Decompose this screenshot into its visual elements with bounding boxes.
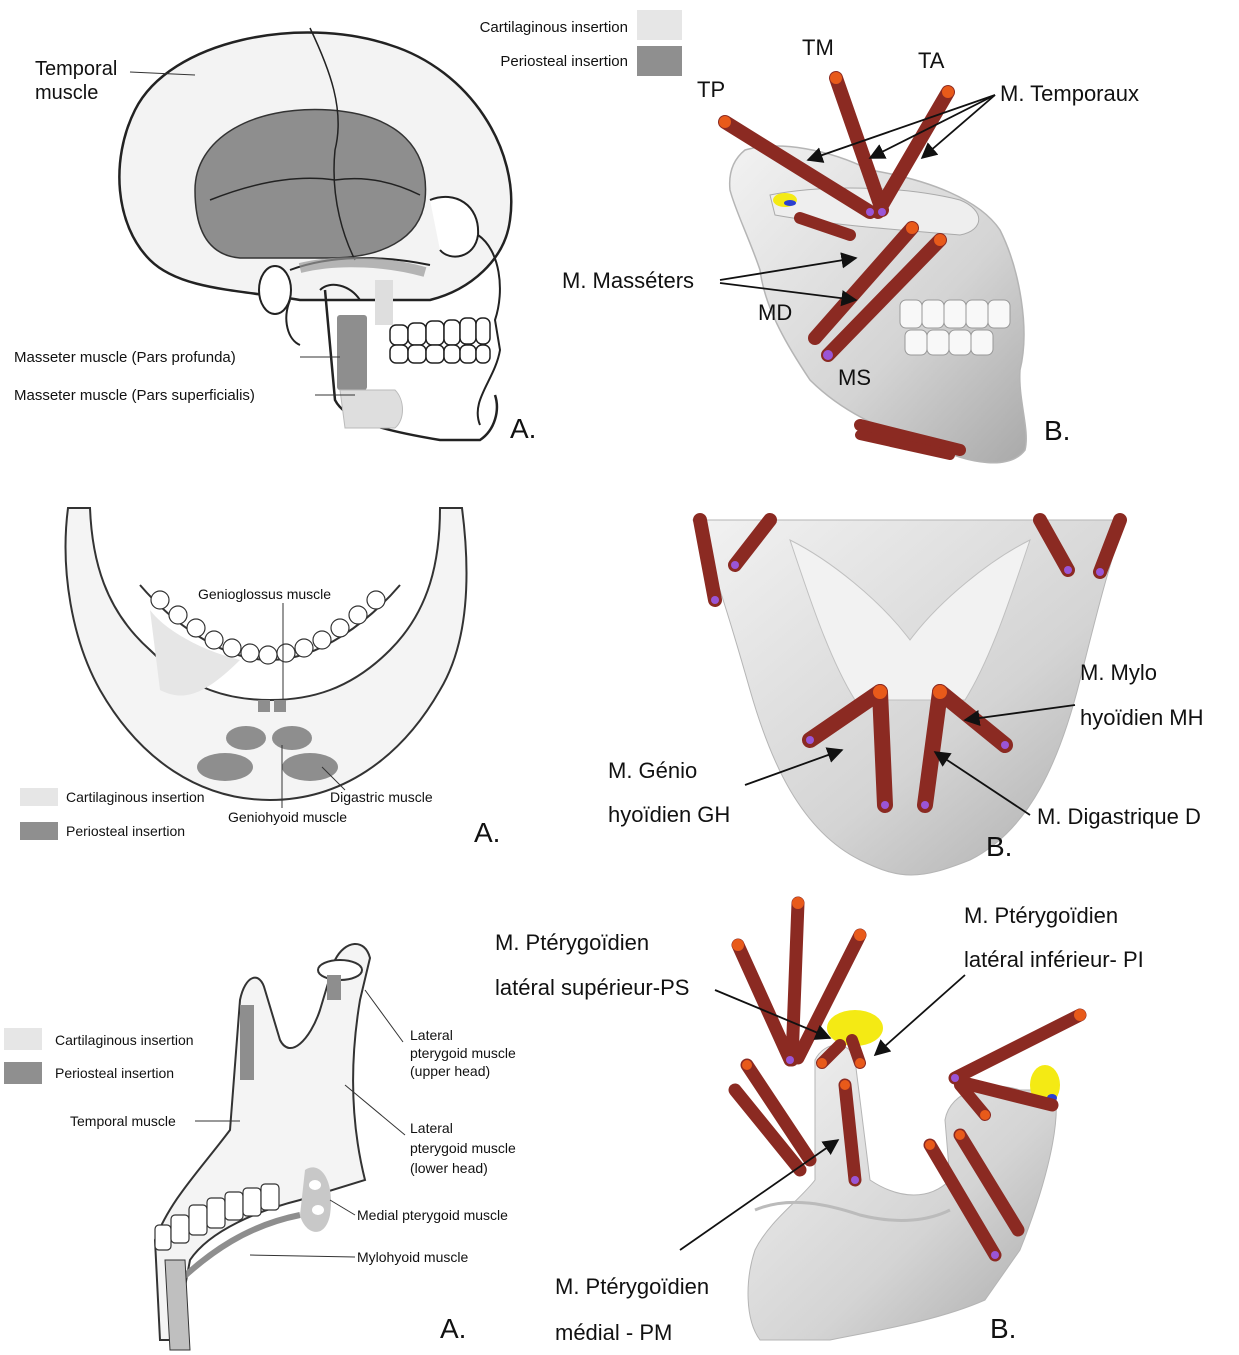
label-genio-2: hyoïdien GH <box>608 802 730 827</box>
label-lat-lower-2: pterygoid muscle <box>410 1140 516 1156</box>
panel-letter-b1: B. <box>1044 415 1070 446</box>
label-mylohyoid: Mylohyoid muscle <box>357 1249 468 1265</box>
label-mylo-1: M. Mylo <box>1080 660 1157 685</box>
panel-letter-a3: A. <box>440 1313 466 1344</box>
mandible-inferior-illustration: Genioglossus muscle Digastric muscle Gen… <box>20 508 500 848</box>
legend2-cartilaginous: Cartilaginous insertion <box>66 789 205 805</box>
label-genioglossus: Genioglossus muscle <box>198 586 331 602</box>
arrow-pi <box>875 975 965 1055</box>
legend-cartilaginous-swatch <box>637 10 682 40</box>
medial-leader <box>330 1200 355 1215</box>
label-temporal-muscle-1: Temporal <box>35 58 117 80</box>
label-tp: TP <box>697 77 725 102</box>
label-pi-2: latéral inférieur- PI <box>964 947 1144 972</box>
label-ms: MS <box>838 365 871 390</box>
legend3-cartilaginous: Cartilaginous insertion <box>55 1032 194 1048</box>
label-tm: TM <box>802 35 834 60</box>
skull-illustration: Cartilaginous insertion Periosteal inser… <box>0 0 682 470</box>
label-temporaux: M. Temporaux <box>1000 81 1139 106</box>
label-ta: TA <box>918 48 945 73</box>
skull-model-3d: TP TM TA M. Temporaux M. Masséters MD MS… <box>562 35 1139 463</box>
label-ps-1: M. Ptérygoïdien <box>495 930 649 955</box>
legend2-periosteal-swatch <box>20 822 58 840</box>
label-lat-lower-1: Lateral <box>410 1120 453 1136</box>
mandible-medial-illustration: Cartilaginous insertion Periosteal inser… <box>4 944 516 1350</box>
panel-letter-a2: A. <box>474 817 500 848</box>
label-md: MD <box>758 300 792 325</box>
legend2-cartilaginous-swatch <box>20 788 58 806</box>
label-lat-upper-2: pterygoid muscle <box>410 1045 516 1061</box>
legend-cartilaginous: Cartilaginous insertion <box>480 19 628 36</box>
mandible-oblique-model: M. Ptérygoïdien latéral inférieur- PI M.… <box>495 897 1144 1345</box>
label-digastric: Digastric muscle <box>330 789 433 805</box>
legend-periosteal: Periosteal insertion <box>500 53 628 70</box>
mylohyoid-leader <box>250 1255 355 1257</box>
legend2-periosteal: Periosteal insertion <box>66 823 185 839</box>
label-masseter-superficialis: Masseter muscle (Pars superficialis) <box>14 387 255 404</box>
label-temporal3: Temporal muscle <box>70 1113 176 1129</box>
label-genio-1: M. Génio <box>608 758 697 783</box>
label-ps-2: latéral supérieur-PS <box>495 975 689 1000</box>
label-lat-upper-3: (upper head) <box>410 1063 490 1079</box>
legend3-cartilaginous-swatch <box>4 1028 42 1050</box>
panel-letter-b3: B. <box>990 1313 1016 1344</box>
label-pi-1: M. Ptérygoïdien <box>964 903 1118 928</box>
legend3-periosteal: Periosteal insertion <box>55 1065 174 1081</box>
label-medial-pterygoid: Medial pterygoid muscle <box>357 1207 508 1223</box>
legend3-periosteal-swatch <box>4 1062 42 1084</box>
label-temporal-muscle-2: muscle <box>35 82 98 104</box>
label-masseter-profunda: Masseter muscle (Pars profunda) <box>14 349 236 366</box>
label-mylo-2: hyoïdien MH <box>1080 705 1204 730</box>
mandible-inferior-model: M. Mylo hyoïdien MH M. Génio hyoïdien GH… <box>608 520 1204 875</box>
label-masseters: M. Masséters <box>562 268 694 293</box>
legend-periosteal-swatch <box>637 46 682 76</box>
upper-head-leader <box>365 990 403 1042</box>
panel-letter-a1: A. <box>510 413 536 444</box>
label-lat-lower-3: (lower head) <box>410 1160 488 1176</box>
label-pm-1: M. Ptérygoïdien <box>555 1274 709 1299</box>
arrow-temporaux-1 <box>808 95 995 160</box>
label-pm-2: médial - PM <box>555 1320 672 1345</box>
label-digastrique: M. Digastrique D <box>1037 804 1201 829</box>
label-lat-upper-1: Lateral <box>410 1027 453 1043</box>
panel-letter-b2: B. <box>986 831 1012 862</box>
label-geniohyoid: Geniohyoid muscle <box>228 809 347 825</box>
